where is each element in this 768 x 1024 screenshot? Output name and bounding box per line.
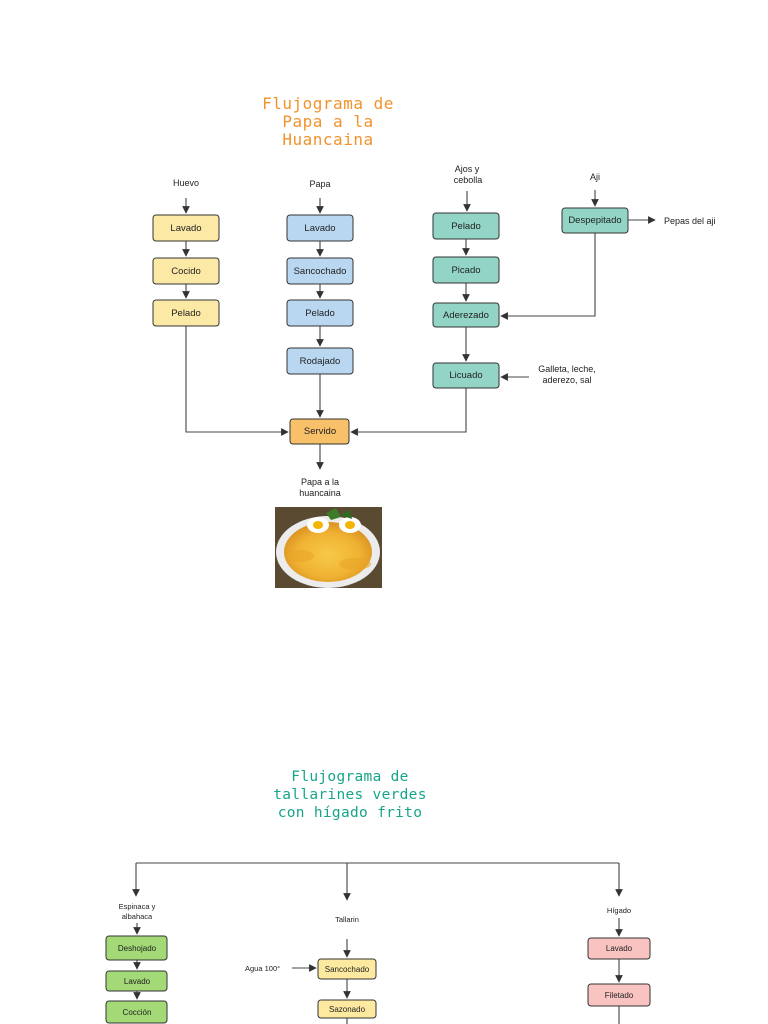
step-espinaca-lavado: Lavado	[105, 970, 168, 992]
svg-text:Aderezado: Aderezado	[443, 310, 489, 321]
svg-text:Sancochado: Sancochado	[294, 266, 347, 277]
svg-text:Lavado: Lavado	[304, 223, 335, 234]
svg-text:Cocción: Cocción	[123, 1008, 152, 1017]
input-tallarin: Tallarin	[335, 915, 359, 924]
diagram2-title-line3: con hígado frito	[278, 805, 422, 821]
output-pepas: Pepas del aji	[664, 216, 716, 226]
input-espinaca-line1: Espinaca y	[119, 902, 156, 911]
svg-text:Lavado: Lavado	[124, 977, 151, 986]
step-ajo-pelado: Pelado	[432, 212, 500, 240]
step-higado-lavado: Lavado	[587, 937, 651, 960]
step-licuado: Licuado	[432, 362, 500, 389]
diagram1-title-line3: Huancaina	[282, 130, 373, 149]
step-huevo-cocido: Cocido	[152, 257, 220, 285]
step-aderezado: Aderezado	[432, 302, 500, 328]
svg-text:Servido: Servido	[304, 426, 336, 437]
step-papa-lavado: Lavado	[286, 214, 354, 242]
step-coccion: Cocción	[105, 1000, 168, 1024]
svg-text:Picado: Picado	[451, 265, 480, 276]
diagram1-edges	[182, 190, 656, 470]
svg-text:Despepitado: Despepitado	[568, 215, 621, 226]
svg-text:Pelado: Pelado	[451, 221, 481, 232]
diagram-tallarines-verdes: Flujograma de tallarines verdes con híga…	[105, 769, 651, 1024]
svg-text:Cocido: Cocido	[171, 266, 201, 277]
input-ajos-line1: Ajos y	[455, 164, 480, 174]
step-despepitado: Despepitado	[561, 207, 629, 234]
step-deshojado: Deshojado	[105, 935, 168, 961]
input-papa: Papa	[309, 179, 330, 189]
svg-text:Sancochado: Sancochado	[325, 965, 370, 974]
svg-text:Rodajado: Rodajado	[300, 356, 341, 367]
step-huevo-pelado: Pelado	[152, 299, 220, 327]
svg-text:Licuado: Licuado	[449, 370, 482, 381]
step-papa-sancochado: Sancochado	[286, 257, 354, 285]
input-ajos-line2: cebolla	[454, 175, 483, 185]
step-servido: Servido	[289, 418, 350, 445]
diagram2-edges	[132, 862, 623, 1024]
input-higado: Hígado	[607, 906, 631, 915]
svg-text:Lavado: Lavado	[170, 223, 201, 234]
step-huevo-lavado: Lavado	[152, 214, 220, 242]
svg-text:Sazonado: Sazonado	[329, 1005, 366, 1014]
svg-text:Pelado: Pelado	[171, 308, 201, 319]
input-galleta-line2: aderezo, sal	[542, 375, 591, 385]
step-papa-pelado: Pelado	[286, 299, 354, 327]
input-agua: Agua 100°	[245, 964, 280, 973]
step-fileteado: Filetado	[587, 983, 651, 1007]
diagram2-title-line2: tallarines verdes	[273, 787, 427, 803]
output-final-line1: Papa a la	[301, 477, 339, 487]
dish-photo	[275, 507, 382, 588]
svg-text:Lavado: Lavado	[606, 944, 633, 953]
diagram2-title-line1: Flujograma de	[291, 769, 408, 785]
diagram-papa-huancaina: Flujograma de Papa a la Huancaina Huevo …	[152, 94, 716, 588]
input-huevo: Huevo	[173, 178, 199, 188]
step-sazonado: Sazonado	[317, 999, 377, 1019]
svg-text:Filetado: Filetado	[605, 991, 634, 1000]
svg-text:Deshojado: Deshojado	[118, 944, 157, 953]
output-final-line2: huancaina	[299, 488, 341, 498]
step-sancochado: Sancochado	[317, 958, 377, 980]
diagram1-title-line1: Flujograma de	[262, 94, 394, 113]
input-espinaca-line2: albahaca	[122, 912, 153, 921]
step-ajo-picado: Picado	[432, 256, 500, 284]
input-aji: Aji	[590, 172, 600, 182]
svg-text:Pelado: Pelado	[305, 308, 335, 319]
diagram1-title-line2: Papa a la	[282, 112, 373, 131]
input-galleta-line1: Galleta, leche,	[538, 364, 596, 374]
step-papa-rodajado: Rodajado	[286, 347, 354, 375]
